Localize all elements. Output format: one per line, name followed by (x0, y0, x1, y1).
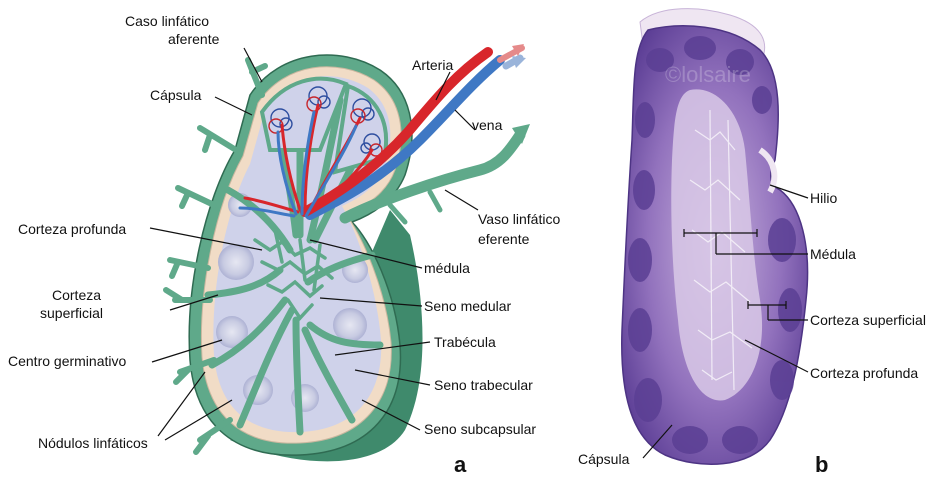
label-superficial-cortex-1: Corteza (52, 287, 101, 303)
label-afferent-1: Caso linfático (125, 13, 209, 29)
label-medulla-a: médula (424, 260, 470, 276)
label-capsule-b: Cápsula (578, 451, 630, 467)
label-medulla-b: Médula (810, 246, 856, 262)
label-germinal-center: Centro germinativo (8, 353, 126, 369)
label-deep-cortex-a: Corteza profunda (18, 221, 126, 237)
watermark: ©lolsaire (665, 62, 751, 87)
label-hilum: Hilio (810, 190, 837, 206)
label-efferent-2: eferente (478, 231, 530, 247)
label-trabecular-sinus: Seno trabecular (434, 377, 533, 393)
label-superficial-cortex-b: Corteza superficial (810, 312, 926, 328)
lymph-node-diagram: Caso linfático aferente Cápsula Arteria … (8, 13, 560, 477)
label-nodules: Nódulos linfáticos (38, 435, 148, 451)
label-trabecula: Trabécula (434, 334, 496, 350)
label-afferent-2: aferente (168, 31, 220, 47)
panel-letter-a: a (454, 452, 467, 477)
label-superficial-cortex-2: superficial (40, 305, 103, 321)
label-medullary-sinus: Seno medular (424, 298, 512, 314)
label-artery: Arteria (412, 57, 453, 73)
label-vein: vena (472, 117, 503, 133)
label-subcapsular-sinus: Seno subcapsular (424, 421, 536, 437)
label-deep-cortex-b: Corteza profunda (810, 365, 918, 381)
label-capsule-a: Cápsula (150, 87, 202, 103)
panel-letter-b: b (815, 452, 828, 477)
histology-section: ©lolsaire Hilio Médula Corteza superfici… (578, 9, 926, 477)
label-efferent-1: Vaso linfático (478, 211, 560, 227)
